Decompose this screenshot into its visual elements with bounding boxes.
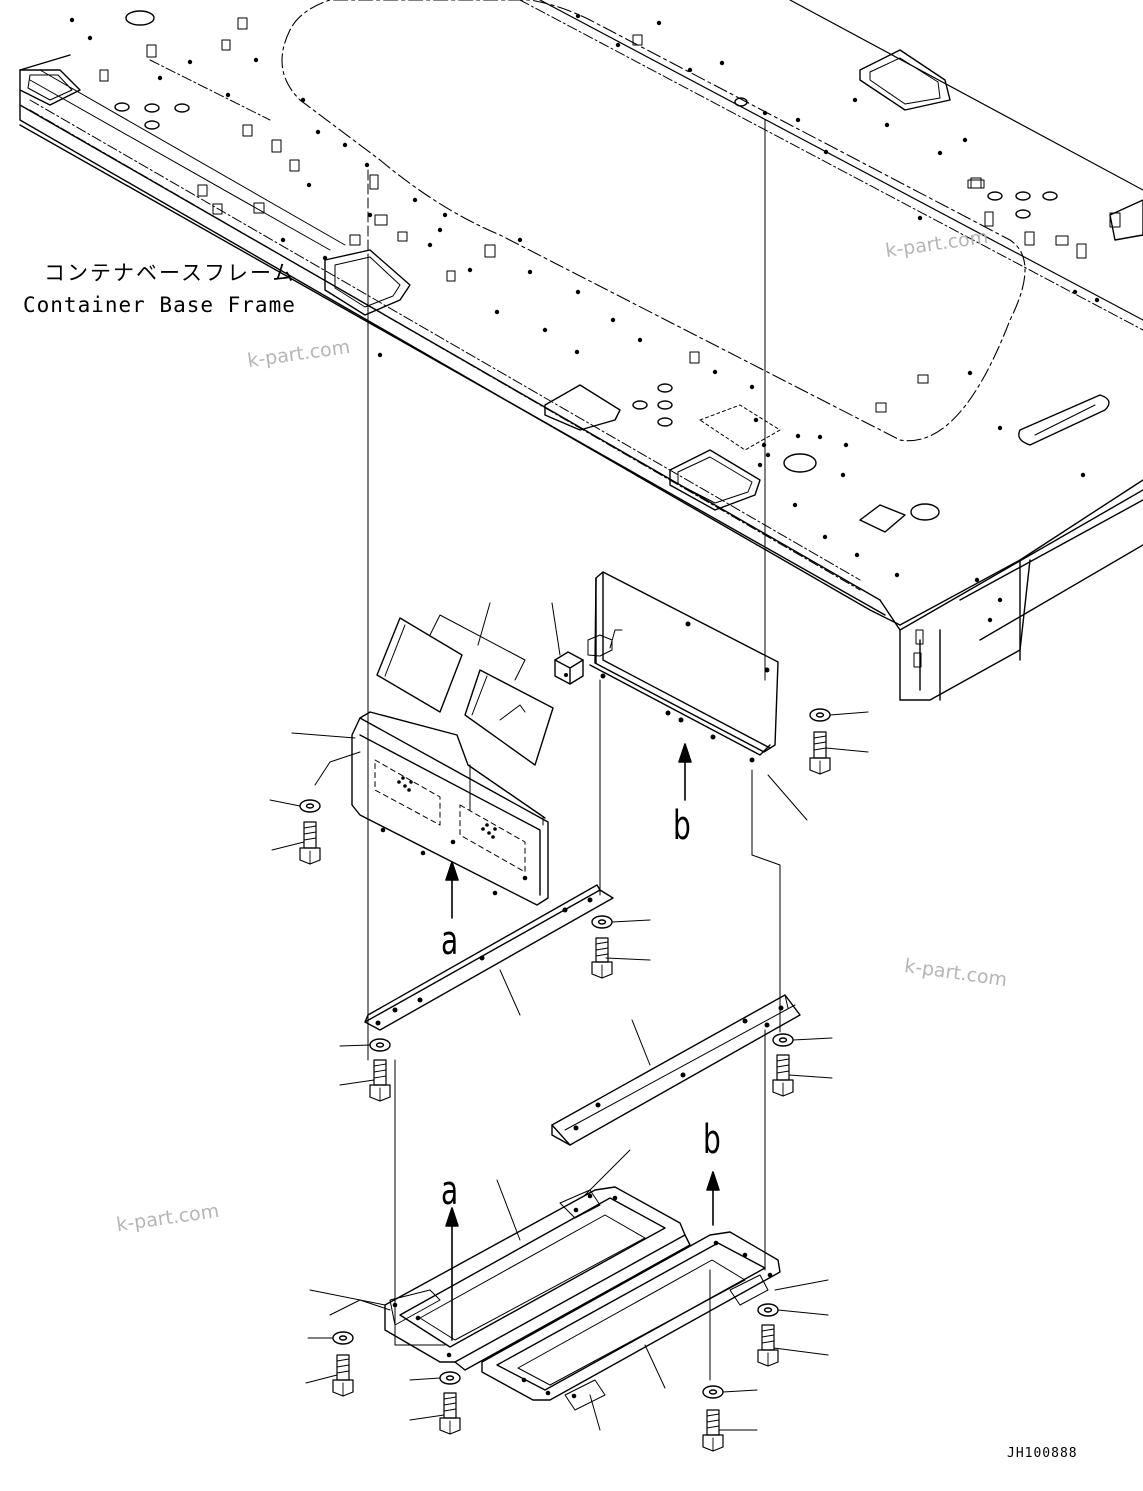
bolts xyxy=(299,731,831,1452)
frame-label-japanese: コンテナベースフレーム xyxy=(44,261,296,285)
reference-letter-b-lower: b xyxy=(703,1117,721,1163)
reference-letter-a-upper: a xyxy=(441,918,459,964)
reference-letter-a-lower: a xyxy=(441,1168,459,1214)
container-base-frame xyxy=(19,0,1143,701)
callout-leaders xyxy=(269,602,869,1431)
reference-letter-b-upper: b xyxy=(673,803,691,849)
direction-arrows xyxy=(445,743,720,1341)
bottom-left-tray xyxy=(384,1186,691,1371)
middle-left-rail xyxy=(364,884,614,1031)
middle-right-rail xyxy=(551,994,801,1146)
right-upper-cover xyxy=(554,571,779,763)
drawing-code: JH100888 xyxy=(1007,1446,1078,1461)
washers xyxy=(299,708,831,1399)
alignment-lines xyxy=(314,119,781,1381)
frame-label-english: Container Base Frame xyxy=(23,293,296,317)
bottom-right-tray xyxy=(481,1231,781,1411)
